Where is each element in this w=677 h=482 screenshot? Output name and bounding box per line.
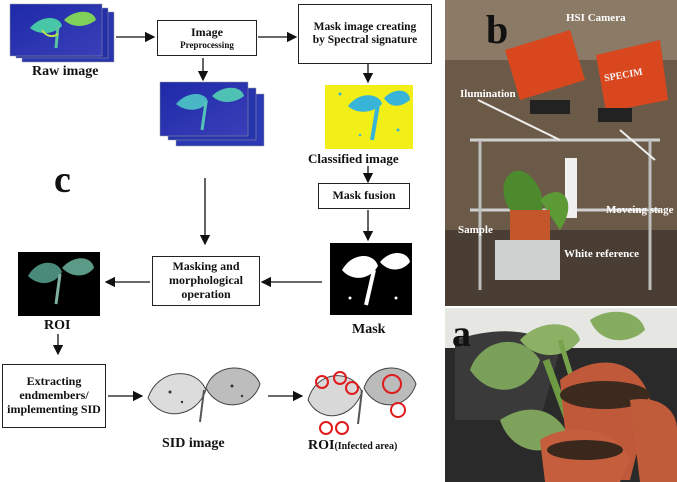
extracting-box: Extracting endmembers/ implementing SID	[2, 364, 106, 428]
raw-image-label: Raw image	[32, 64, 99, 79]
preprocessed-image-stack	[159, 81, 265, 147]
preprocessing-subtitle: Preprocessing	[180, 39, 234, 50]
mask-label: Mask	[352, 322, 386, 337]
panel-letter-b: b	[486, 7, 509, 52]
infection-marker	[333, 371, 347, 385]
preprocessing-box: Image Preprocessing	[157, 20, 257, 56]
masking-text: Masking and morphological operation	[169, 259, 243, 301]
mask-creating-text: Mask image creating by Spectral signatur…	[312, 20, 418, 46]
classified-image	[325, 85, 413, 149]
infection-marker	[315, 375, 329, 389]
roi-image	[18, 252, 100, 316]
hsi-camera-label: HSI Camera	[566, 12, 626, 24]
extracting-text: Extracting endmembers/ implementing SID	[7, 374, 101, 416]
mask-creating-box: Mask image creating by Spectral signatur…	[298, 4, 432, 64]
illumination-label: Ilumination	[460, 88, 516, 100]
infection-marker	[335, 421, 349, 435]
roi-infected-label: ROI(Infected area)	[308, 438, 397, 454]
mask-fusion-box: Mask fusion	[318, 183, 410, 209]
panel-letter-c: c	[54, 159, 71, 201]
mask-image	[330, 243, 412, 315]
classified-image-label: Classified image	[308, 151, 399, 166]
infection-marker	[319, 421, 333, 435]
roi-label: ROI	[44, 318, 71, 333]
mask-fusion-text: Mask fusion	[332, 188, 396, 203]
flow-arrows	[52, 31, 374, 402]
infection-marker	[390, 402, 406, 418]
moving-stage-label: Moveing stage	[606, 204, 674, 216]
preprocessing-title: Image	[191, 24, 223, 39]
photo-b-hsi-setup	[445, 0, 677, 306]
infection-marker	[345, 381, 359, 395]
roi-infected-image	[307, 367, 417, 435]
infection-marker	[382, 374, 402, 394]
sid-image	[147, 367, 261, 423]
masking-box: Masking and morphological operation	[152, 256, 260, 306]
sid-image-label: SID image	[162, 436, 225, 451]
white-reference-label: White reference	[564, 248, 640, 260]
roi-infected-sub: (Infected area)	[334, 441, 398, 452]
sample-label: Sample	[458, 224, 493, 236]
raw-image-stack	[9, 3, 115, 63]
roi-infected-main: ROI	[308, 438, 335, 453]
photo-a-plants	[445, 308, 677, 482]
panel-letter-a: a	[452, 313, 471, 355]
